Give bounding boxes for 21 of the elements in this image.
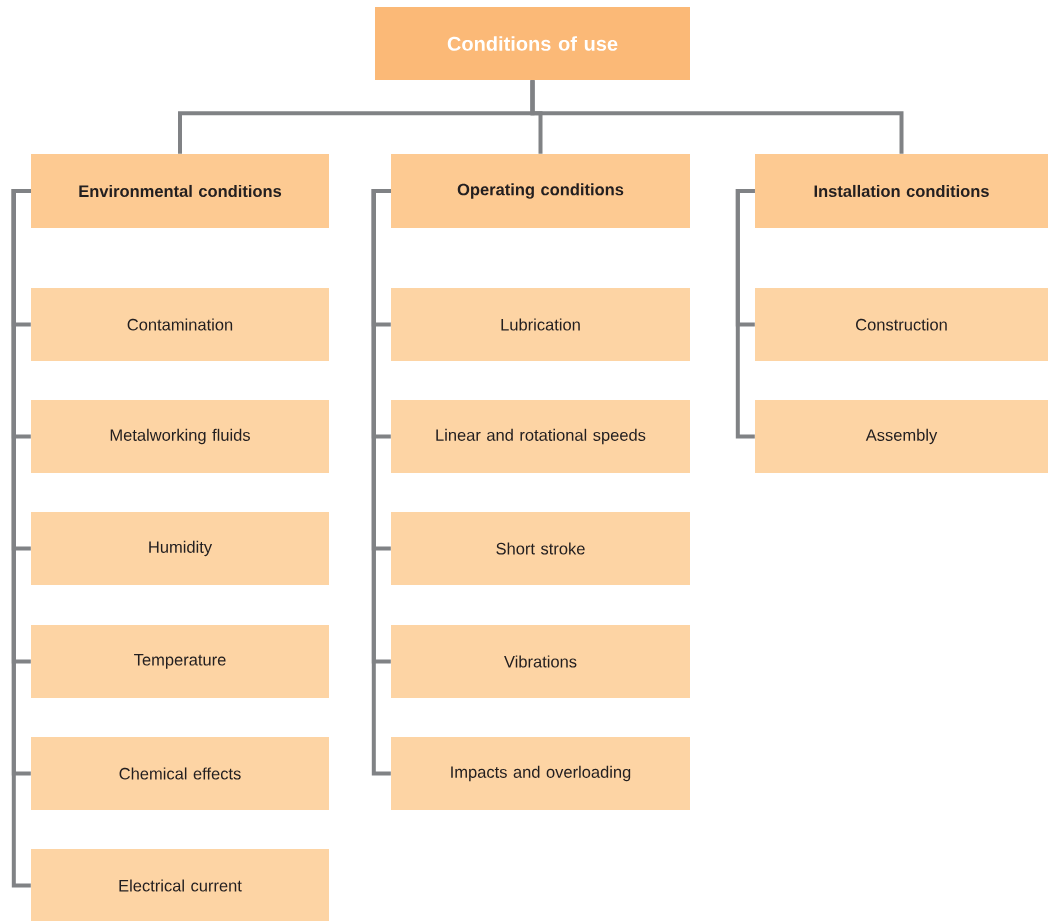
condition-box: Temperature	[31, 625, 329, 698]
condition-box: Construction	[755, 288, 1048, 361]
condition-box: Linear and rotational speeds	[391, 400, 690, 473]
connector-line	[371, 189, 391, 776]
connector-line	[530, 80, 904, 154]
title-box: Conditions of use	[375, 7, 690, 80]
condition-box: Electrical current	[31, 849, 329, 921]
category-box: Environmental conditions	[31, 154, 329, 228]
connector-line	[11, 189, 31, 888]
condition-box: Chemical effects	[31, 737, 329, 810]
condition-box: Metalworking fluids	[31, 400, 329, 473]
category-box: Operating conditions	[391, 154, 690, 228]
condition-box: Assembly	[755, 400, 1048, 473]
connector-line	[735, 189, 755, 439]
condition-box: Contamination	[31, 288, 329, 361]
condition-box: Short stroke	[391, 512, 690, 585]
condition-box: Vibrations	[391, 625, 690, 698]
condition-box: Lubrication	[391, 288, 690, 361]
condition-box: Humidity	[31, 512, 329, 585]
category-box: Installation conditions	[755, 154, 1048, 228]
condition-box: Impacts and overloading	[391, 737, 690, 810]
